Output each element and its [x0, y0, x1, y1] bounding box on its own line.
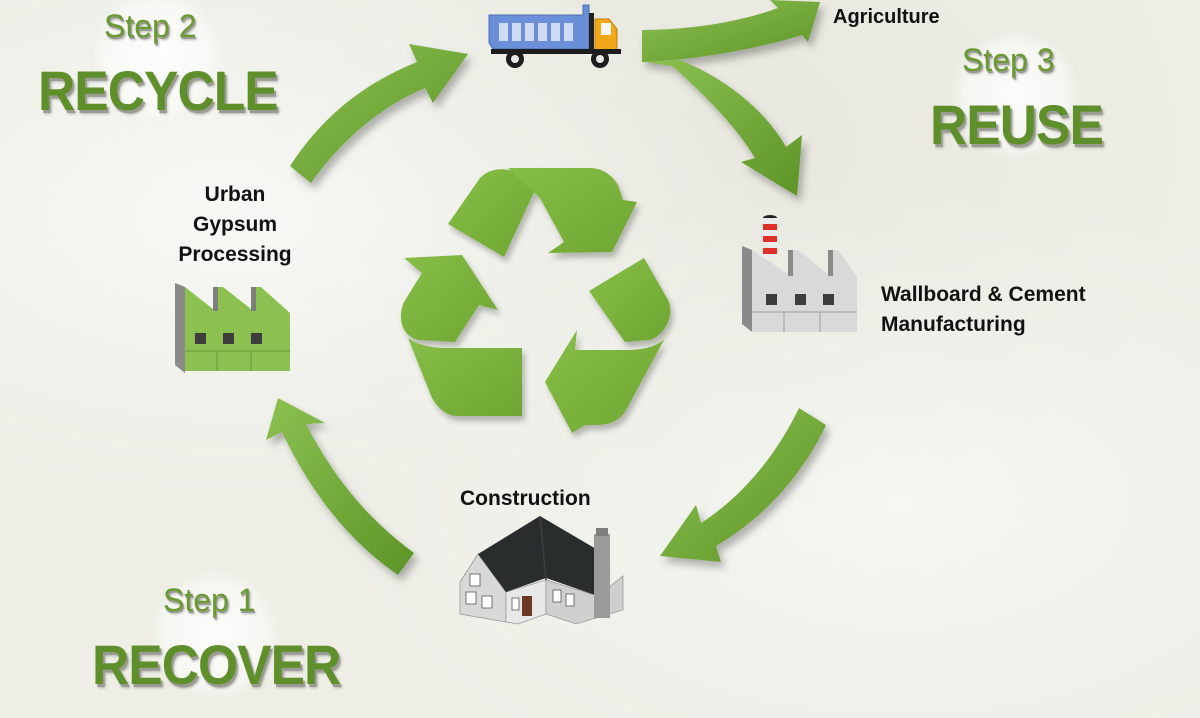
urban-gypsum-line-3: Processing	[178, 243, 292, 266]
step-1-title: RECOVER	[92, 633, 341, 696]
wallboard-label: Wallboard & Cement Manufacturing	[881, 280, 1086, 340]
step-1-label: Step 1	[163, 582, 256, 618]
agriculture-label: Agriculture	[833, 6, 940, 28]
step3-glow	[950, 30, 1080, 160]
recycle-symbol-icon	[400, 168, 671, 433]
wallboard-line-2: Manufacturing	[881, 313, 1026, 336]
recycle-segment-right-lower	[545, 330, 665, 433]
urban-gypsum-line-1: Urban	[204, 183, 266, 206]
step-3-label: Step 3	[962, 42, 1055, 78]
step2-glow	[92, 0, 222, 120]
recycle-segment-top-left	[448, 169, 535, 257]
house-door	[522, 596, 532, 616]
dump-truck-icon	[488, 4, 621, 68]
truck-exhaust	[589, 13, 594, 49]
recycle-segment-top-right	[508, 168, 637, 253]
factory-front	[185, 287, 290, 371]
factory-smokestack-icon	[742, 215, 857, 332]
factory-icon	[175, 283, 290, 373]
urban-gypsum-line-2: Gypsum	[192, 213, 278, 236]
construction-label: Construction	[460, 487, 591, 510]
arrow-truck-to-wallboard	[645, 60, 802, 196]
factory-front	[752, 250, 857, 332]
arrow-wallboard-to-construction	[660, 408, 826, 562]
arrow-truck-to-agriculture	[642, 0, 820, 62]
chimney	[594, 534, 610, 618]
step-3-title: REUSE	[930, 93, 1104, 156]
truck-chassis	[491, 49, 621, 54]
wallboard-line-1: Wallboard & Cement	[881, 283, 1086, 306]
urban-gypsum-label: Urban Gypsum Processing	[160, 180, 310, 270]
recycle-segment-left-lower	[408, 338, 522, 416]
factory-side	[175, 283, 185, 373]
step1-glow	[150, 570, 280, 700]
step-2-title: RECYCLE	[38, 59, 279, 122]
arrow-recover-to-processing	[266, 398, 414, 575]
step-2-label: Step 2	[104, 8, 197, 44]
factory-side	[742, 246, 752, 332]
arrow-processing-to-truck	[290, 44, 468, 183]
recycle-segment-left-upper	[400, 255, 498, 342]
house-icon	[459, 515, 624, 625]
recycle-segment-right-upper	[589, 258, 671, 342]
